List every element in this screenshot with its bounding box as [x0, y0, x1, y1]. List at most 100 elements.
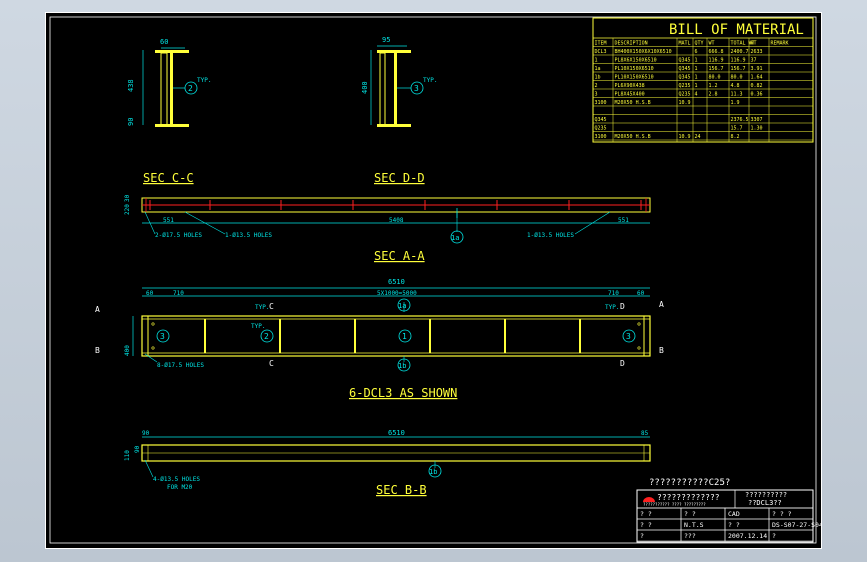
stiffener-plate [579, 319, 581, 353]
bom-cell: PL10X150X6510 [615, 66, 654, 72]
bom-cell: Q235 [595, 126, 607, 132]
bom-cell: Q235 [679, 83, 691, 89]
svg-text:1-Ø13.5 HOLES: 1-Ø13.5 HOLES [225, 232, 272, 239]
svg-text:TYP.: TYP. [197, 77, 211, 84]
svg-text:60: 60 [637, 290, 645, 297]
svg-text:A: A [659, 300, 664, 309]
title-cell: ? [772, 532, 776, 540]
company-sub: ??????????? ???? ????????? [643, 502, 706, 507]
bom-cell: 156.7 [709, 66, 724, 72]
svg-text:60: 60 [146, 290, 154, 297]
drawing-border [45, 12, 822, 549]
svg-text:3: 3 [160, 332, 165, 341]
bom-header-cell: DESCRIPTION [615, 41, 648, 47]
bom-cell: Q345 [679, 58, 691, 64]
svg-text:90: 90 [142, 430, 150, 437]
project-name: ?????????? [745, 491, 787, 499]
svg-text:110: 110 [124, 450, 131, 461]
concrete-note: ???????????C25? [649, 478, 730, 488]
title-cell: ? ? [728, 521, 740, 529]
cc-item-balloon [184, 81, 198, 95]
svg-text:6510: 6510 [388, 429, 405, 437]
section-aa: 220 30 551 5408 551 2-Ø17.5 HOLES 1-Ø13.… [124, 194, 651, 263]
bom-cell: 2 [595, 83, 598, 89]
bom-cell: Q345 [679, 66, 691, 72]
bom-cell: 24 [695, 134, 701, 140]
bom-cell: 1 [695, 58, 698, 64]
bom-cell: 2.8 [709, 92, 718, 98]
sec-dd-title: SEC D-D [374, 171, 425, 185]
dd-width-dim: 95 [382, 36, 390, 44]
bom-cell: 11.3 [731, 92, 743, 98]
bom-title: BILL OF MATERIAL [669, 22, 804, 38]
bom-cell: Q345 [679, 75, 691, 81]
bom-cell: 2400.7 [731, 49, 749, 55]
svg-text:220: 220 [124, 204, 131, 215]
bolt-hole [637, 346, 641, 350]
svg-text:5408: 5408 [389, 217, 404, 224]
bom-cell: 1.9 [731, 100, 740, 106]
svg-text:1a: 1a [398, 302, 406, 310]
bom-cell: M20X50 H.S.B [615, 100, 651, 106]
stiffener-plate [279, 319, 281, 353]
sec-bb-title: SEC B-B [376, 483, 427, 497]
bom-cell: 3 [595, 92, 598, 98]
bom-cell: PL10X150X6510 [615, 75, 654, 81]
svg-text:3: 3 [626, 332, 631, 341]
bom-header-cell: MATL [679, 41, 691, 47]
svg-text:551: 551 [163, 217, 174, 224]
svg-text:D: D [620, 359, 625, 368]
bom-cell: PL8X6X150X6510 [615, 58, 657, 64]
bom-cell: 0.82 [751, 83, 763, 89]
bom-cell: 80.0 [709, 75, 721, 81]
bom-cell: 2376.5 [731, 117, 749, 123]
svg-text:C: C [269, 302, 274, 311]
company-name: ????????????? [657, 493, 720, 502]
svg-text:8-Ø17.5 HOLES: 8-Ø17.5 HOLES [157, 362, 204, 369]
bom-cell: 1.64 [751, 75, 763, 81]
bom-cell: 1a [595, 66, 601, 72]
bom-cell: 1 [695, 75, 698, 81]
bom-cell: 8.2 [731, 134, 740, 140]
stiffener-plate [204, 319, 206, 353]
svg-text:3: 3 [414, 84, 419, 93]
svg-text:TYP.: TYP. [423, 77, 437, 84]
sec-cc-title: SEC C-C [143, 171, 194, 185]
bom-cell: 116.9 [709, 58, 724, 64]
title-cell: 2007.12.14 [728, 532, 767, 540]
title-block: ????????????? ??????????? ???? ?????????… [636, 489, 827, 543]
bom-cell: 4.8 [731, 83, 740, 89]
bom-cell: 15.7 [731, 126, 743, 132]
bom-cell: Q235 [679, 92, 691, 98]
svg-text:D: D [620, 302, 625, 311]
title-cell: ??? [684, 532, 696, 540]
cc-height-dim: 438 [127, 79, 135, 92]
bom-cell: PL6X90X438 [615, 83, 645, 89]
company-logo-icon [643, 497, 655, 502]
svg-text:551: 551 [618, 217, 629, 224]
bom-cell: 4 [695, 92, 698, 98]
title-cell: ? ? ? [772, 510, 792, 518]
svg-text:5X1000=5000: 5X1000=5000 [377, 290, 417, 297]
stiffener-plate [504, 319, 506, 353]
title-cell: DS-S07-27-S040 [772, 521, 822, 529]
bom-cell: 10.9 [679, 134, 691, 140]
bolt-hole [151, 322, 155, 326]
bom-cell: 1 [595, 58, 598, 64]
bolt-hole [637, 322, 641, 326]
bom-cell: 116.9 [731, 58, 746, 64]
bom-cell: 3.91 [751, 66, 763, 72]
svg-text:30: 30 [124, 194, 131, 202]
bom-header-cell: TOTAL WT [731, 41, 755, 47]
section-bb: 6510 90 85 110 90 4-Ø13.5 HOLES FOR M20 … [124, 429, 651, 497]
title-cell: N.T.S [684, 521, 704, 529]
bom-cell: 2633 [751, 49, 763, 55]
bom-cell: PL8X45X400 [615, 92, 645, 98]
svg-text:B: B [95, 346, 100, 355]
bom-cell: 0.36 [751, 92, 763, 98]
bom-header-cell: WT [709, 41, 715, 47]
svg-text:710: 710 [173, 290, 184, 297]
